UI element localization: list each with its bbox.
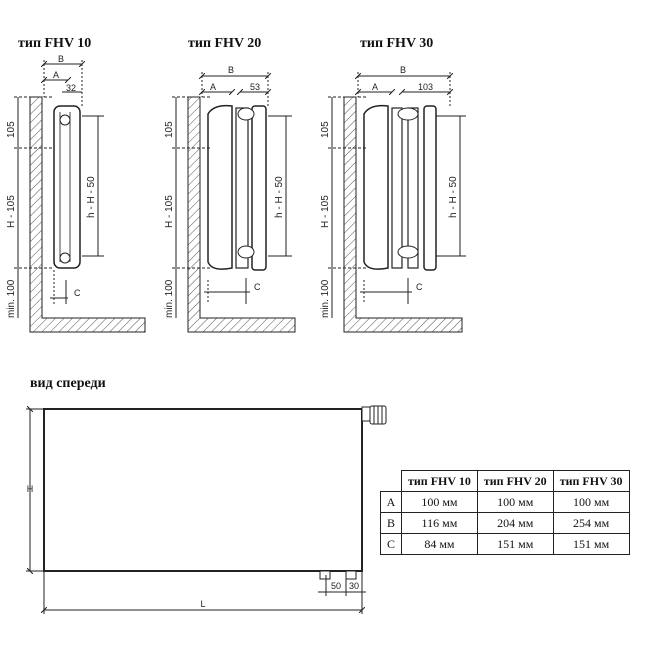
table-cell: B xyxy=(380,512,402,534)
fhv30-depth-label: 103 xyxy=(418,82,433,92)
fhv30-mid-label: H - 105 xyxy=(320,195,331,228)
title-fhv30: тип FHV 30 xyxy=(360,36,434,51)
fhv30-c-label: C xyxy=(416,282,423,292)
spec-table: тип FHV 10 тип FHV 20 тип FHV 30 A 100 м… xyxy=(380,470,630,555)
front-l-label: L xyxy=(200,599,205,609)
table-cell: 254 мм xyxy=(552,512,630,534)
front-d30-label: 30 xyxy=(349,581,359,591)
fhv30-b-label: B xyxy=(400,65,406,75)
table-cell: A xyxy=(380,491,402,513)
fhv10-c-label: C xyxy=(74,288,81,298)
fhv10-hh-label: h - H - 50 xyxy=(86,176,97,218)
table-cell: 116 мм xyxy=(401,512,478,534)
fhv20-a-label: A xyxy=(210,82,216,92)
fhv30-a-label: A xyxy=(372,82,378,92)
table-row: A 100 мм 100 мм 100 мм xyxy=(380,491,630,513)
front-h-label: H xyxy=(27,484,34,494)
fhv10-side-view xyxy=(14,60,146,333)
fhv10-a-label: A xyxy=(53,70,59,80)
table-cell: 204 мм xyxy=(476,512,554,534)
fhv20-side-view xyxy=(172,72,296,333)
title-fhv20: тип FHV 20 xyxy=(188,36,262,51)
table-header-cell: тип FHV 10 xyxy=(401,470,478,492)
front-d50-label: 50 xyxy=(331,581,341,591)
fhv10-depth-label: 32 xyxy=(66,83,76,93)
fhv10-bottom-label: min. 100 xyxy=(6,279,17,318)
fhv10-b-label: B xyxy=(58,54,64,64)
fhv20-c-label: C xyxy=(254,282,261,292)
fhv10-mid-label: H - 105 xyxy=(6,195,17,228)
fhv20-mid-label: H - 105 xyxy=(164,195,175,228)
table-row: B 116 мм 204 мм 254 мм xyxy=(380,512,630,534)
table-header-cell: тип FHV 20 xyxy=(476,470,554,492)
fhv30-side-view xyxy=(328,72,466,333)
fhv20-top-label: 105 xyxy=(164,121,175,138)
fhv30-hh-label: h - H - 50 xyxy=(448,176,459,218)
table-cell: 100 мм xyxy=(476,491,554,513)
fhv20-bottom-label: min. 100 xyxy=(164,279,175,318)
fhv20-hh-label: h - H - 50 xyxy=(274,176,285,218)
fhv20-depth-label: 53 xyxy=(250,82,260,92)
table-header-row: тип FHV 10 тип FHV 20 тип FHV 30 xyxy=(380,470,630,492)
table-cell: 100 мм xyxy=(552,491,630,513)
fhv30-bottom-label: min. 100 xyxy=(320,279,331,318)
table-cell: 100 мм xyxy=(401,491,478,513)
fhv20-b-label: B xyxy=(228,65,234,75)
table-cell: C xyxy=(380,533,402,555)
title-front-view: вид спереди xyxy=(30,376,106,391)
table-cell: 151 мм xyxy=(476,533,554,555)
table-header-cell xyxy=(380,470,402,492)
table-cell: 151 мм xyxy=(552,533,630,555)
table-row: C 84 мм 151 мм 151 мм xyxy=(380,533,630,555)
title-fhv10: тип FHV 10 xyxy=(18,36,92,51)
front-view xyxy=(26,405,387,614)
fhv30-top-label: 105 xyxy=(320,121,331,138)
fhv10-top-label: 105 xyxy=(6,121,17,138)
table-header-cell: тип FHV 30 xyxy=(552,470,630,492)
table-cell: 84 мм xyxy=(401,533,478,555)
